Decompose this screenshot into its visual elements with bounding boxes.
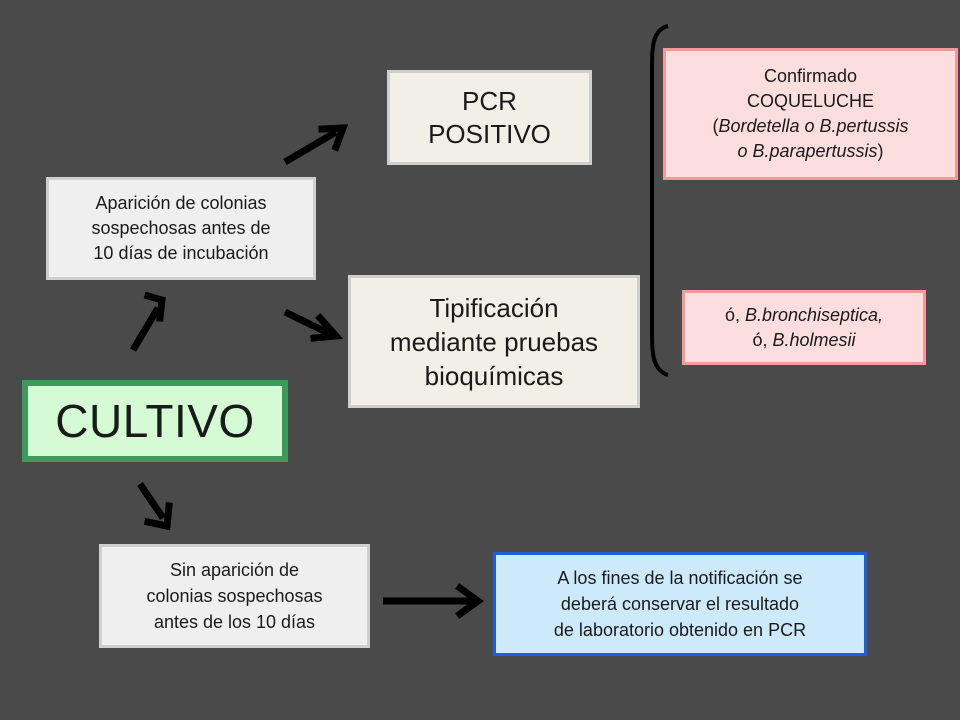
pcr-line: POSITIVO: [428, 118, 551, 149]
arrow-head-sin-to-notificacion: [455, 583, 484, 619]
sin-line: colonias sospechosas: [146, 586, 323, 606]
arrow-cultivo-to-aparicion: [129, 306, 162, 352]
alternativa-line: ó, B.bronchiseptica,: [725, 303, 883, 328]
pcr-line: PCR: [462, 85, 517, 116]
species-text: B.holmesii: [772, 329, 856, 350]
tipificacion-node: Tipificación mediante pruebas bioquímica…: [348, 275, 640, 408]
sin-aparicion-node: Sin aparición de colonias sospechosas an…: [99, 544, 370, 648]
arrow-head-aparicion-to-pcr: [318, 124, 349, 152]
confirmado-line: o B.parapertussis): [737, 139, 883, 164]
tipificacion-line: mediante pruebas: [389, 326, 599, 357]
pcr-positivo-node: PCR POSITIVO: [387, 70, 592, 165]
arrow-aparicion-to-pcr: [283, 128, 338, 166]
arrow-head-aparicion-to-tipificacion: [310, 313, 344, 342]
close-paren: ): [877, 141, 884, 161]
tipificacion-line: bioquímicas: [424, 360, 564, 391]
sin-line: antes de los 10 días: [153, 612, 316, 632]
species-text: Bordetella o B.pertussis: [718, 116, 909, 136]
tipificacion-line: Tipificación: [429, 292, 559, 323]
confirmado-line: COQUELUCHE: [746, 91, 875, 111]
confirmado-line: Confirmado: [763, 66, 858, 86]
aparicion-line: Aparición de colonias: [95, 193, 267, 213]
species-text: B.bronchiseptica,: [744, 304, 884, 325]
open-paren: (: [712, 116, 719, 136]
arrow-head-cultivo-to-aparicion: [143, 291, 166, 322]
cultivo-label: CULTIVO: [55, 395, 255, 447]
alternativa-line: ó, B.holmesii: [752, 328, 855, 353]
aparicion-node: Aparición de colonias sospechosas antes …: [46, 177, 316, 280]
alternativa-prefix: ó,: [724, 304, 745, 325]
notificacion-node: A los fines de la notificación se deberá…: [493, 552, 867, 656]
notificacion-line: deberá conservar el resultado: [560, 594, 800, 614]
notificacion-line: A los fines de la notificación se: [557, 568, 803, 588]
bracket: [650, 24, 669, 377]
arrow-head-cultivo-to-sin: [143, 502, 173, 531]
arrow-aparicion-to-tipificacion: [283, 308, 330, 337]
confirmado-line: (Bordetella o B.pertussis: [712, 114, 908, 139]
species-text: o B.parapertussis: [737, 141, 878, 161]
arrow-cultivo-to-sin: [137, 482, 166, 520]
confirmado-node: Confirmado COQUELUCHE (Bordetella o B.pe…: [663, 48, 958, 180]
cultivo-node: CULTIVO: [22, 380, 288, 462]
notificacion-line: de laboratorio obtenido en PCR: [553, 620, 807, 640]
sin-line: Sin aparición de: [169, 560, 300, 580]
aparicion-line: sospechosas antes de: [91, 218, 271, 238]
aparicion-line: 10 días de incubación: [93, 243, 269, 263]
alternativa-node: ó, B.bronchiseptica, ó, B.holmesii: [682, 290, 926, 365]
alternativa-prefix: ó,: [752, 329, 773, 350]
